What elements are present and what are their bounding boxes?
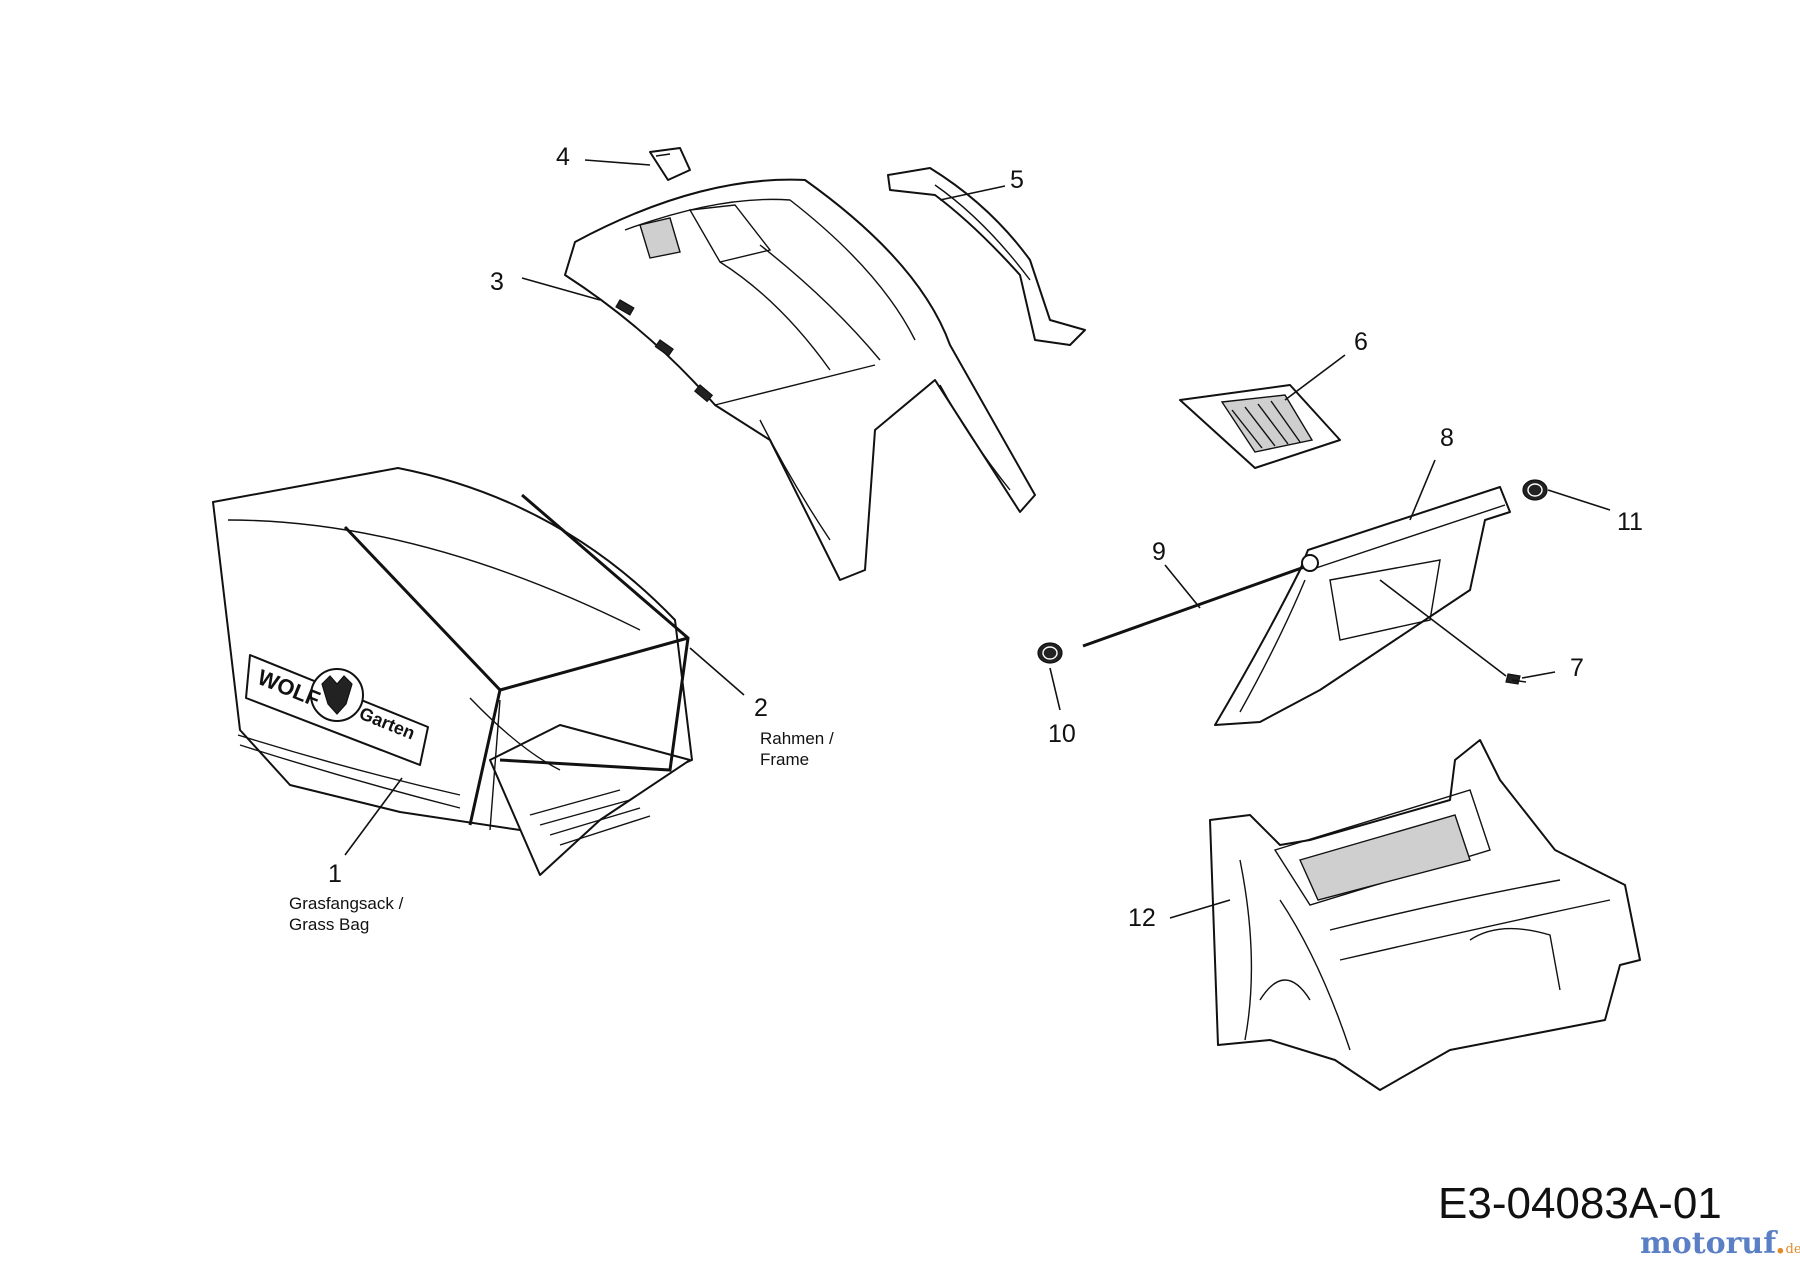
leader-7: [1521, 671, 1556, 679]
part-grille: [1179, 384, 1341, 469]
leader-2: [689, 647, 745, 696]
caption-grass-bag-line-1: Grasfangsack /: [289, 894, 404, 913]
leader-lines: [344, 159, 1611, 919]
leader-6: [1284, 354, 1346, 401]
part-small-cover: [649, 147, 691, 181]
watermark-logo: motoruf.de: [1640, 1226, 1800, 1261]
part-number-6: 6: [1354, 328, 1368, 356]
caption-frame-line-1: Rahmen /: [760, 729, 834, 748]
leader-3: [521, 277, 601, 301]
leader-7b: [1379, 579, 1507, 677]
part-number-7: 7: [1570, 654, 1584, 682]
drawing-code: E3-04083A-01: [1438, 1179, 1722, 1228]
part-number-8: 8: [1440, 424, 1454, 452]
leader-1: [344, 777, 403, 856]
leader-5: [939, 185, 1006, 201]
part-number-4: 4: [556, 143, 570, 171]
part-number-3: 3: [490, 268, 504, 296]
part-spring-right: [1522, 479, 1548, 501]
caption-frame-line-2: Frame: [760, 750, 810, 769]
wolf-garten-logo: WOLF Garten: [245, 654, 429, 766]
leader-4: [584, 159, 651, 166]
part-number-5: 5: [1010, 166, 1024, 194]
leader-12: [1169, 899, 1231, 919]
part-screw: [1505, 673, 1527, 685]
leader-9: [1164, 564, 1201, 609]
watermark-name: motoruf: [1640, 1226, 1776, 1261]
part-rod: [1082, 554, 1319, 648]
part-rear-chassis: [1209, 739, 1641, 1091]
leader-11: [1547, 489, 1611, 511]
leader-10: [1049, 667, 1061, 711]
caption-grass-bag-line-2: Grass Bag: [289, 915, 370, 934]
part-spring-left: [1037, 642, 1063, 664]
part-grass-bag: WOLF Garten: [212, 467, 693, 876]
part-number-2: 2: [754, 694, 768, 722]
part-upper-housing: [564, 178, 1036, 581]
part-number-11: 11: [1617, 508, 1643, 536]
part-number-12: 12: [1128, 904, 1156, 932]
part-number-10: 10: [1048, 720, 1076, 748]
part-number-9: 9: [1152, 538, 1166, 566]
part-handle: [887, 167, 1086, 346]
part-number-1: 1: [328, 860, 342, 888]
part-flap: [1214, 486, 1511, 726]
watermark-tld: de: [1785, 1242, 1800, 1257]
leader-8: [1409, 459, 1436, 521]
part-frame: [343, 493, 690, 826]
